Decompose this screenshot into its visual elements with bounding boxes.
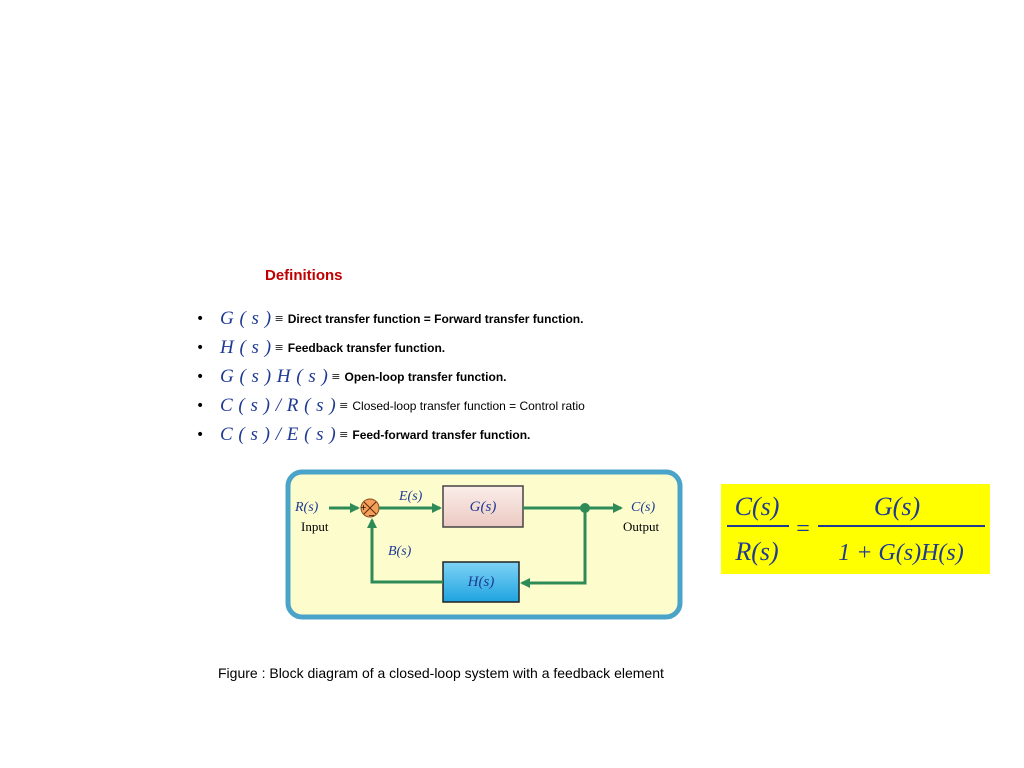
definition-item-feed-forward: • C ( s ) / E ( s ) ≡ Feed-forward trans… [196, 420, 585, 449]
equivalence-symbol: ≡ [339, 399, 349, 412]
definition-symbol: G ( s ) H ( s ) [220, 365, 329, 387]
formula-lhs-numerator: C(s) [735, 492, 780, 521]
forward-block-label: G(s) [470, 499, 497, 515]
equivalence-symbol: ≡ [274, 341, 284, 354]
definition-item-closed-loop: • C ( s ) / R ( s ) ≡ Closed-loop transf… [196, 391, 585, 420]
summing-cross-icon [363, 501, 377, 515]
formula-rhs-denominator: 1 + G(s)H(s) [838, 540, 964, 566]
error-signal-label: E(s) [398, 489, 423, 504]
bullet-icon: • [196, 310, 205, 327]
definitions-title: Definitions [265, 267, 343, 284]
input-label: Input [301, 519, 329, 534]
feedback-signal-label: B(s) [388, 544, 412, 559]
definition-item-feedback: • H ( s ) ≡ Feedback transfer function. [196, 333, 585, 362]
figure-caption: Figure : Block diagram of a closed-loop … [218, 665, 664, 681]
definition-text: Feed-forward transfer function. [352, 427, 531, 442]
bullet-icon: • [196, 368, 205, 385]
formula-equals: = [796, 516, 810, 542]
definition-text: Closed-loop transfer function = Control … [352, 398, 585, 413]
formula-lhs-denominator: R(s) [734, 537, 778, 566]
feedback-path-to-sum [367, 518, 443, 584]
definitions-list: • G ( s ) ≡ Direct transfer function = F… [196, 304, 585, 449]
definition-text: Open-loop transfer function. [344, 369, 507, 384]
equivalence-symbol: ≡ [274, 312, 284, 325]
equivalence-symbol: ≡ [331, 370, 341, 383]
output-label: Output [623, 519, 660, 534]
formula-rhs-numerator: G(s) [874, 492, 920, 521]
definition-symbol: C ( s ) / E ( s ) [220, 423, 337, 445]
definition-item-open-loop: • G ( s ) H ( s ) ≡ Open-loop transfer f… [196, 362, 585, 391]
closed-loop-formula: C(s) R(s) = G(s) 1 + G(s)H(s) [721, 484, 990, 574]
output-signal-label: C(s) [631, 500, 655, 515]
bullet-icon: • [196, 339, 205, 356]
feedback-path-to-h [520, 508, 587, 588]
feedback-block-label: H(s) [467, 574, 495, 590]
plus-sign: + [360, 503, 367, 512]
definition-text: Direct transfer function = Forward trans… [287, 311, 584, 326]
definition-text: Feedback transfer function. [287, 340, 446, 355]
equivalence-symbol: ≡ [339, 428, 349, 441]
minus-sign: − [368, 511, 375, 520]
definition-item-forward: • G ( s ) ≡ Direct transfer function = F… [196, 304, 585, 333]
feedback-block [442, 561, 520, 603]
input-signal-label: R(s) [294, 500, 319, 515]
bullet-icon: • [196, 426, 205, 443]
bullet-icon: • [196, 397, 205, 414]
definition-symbol: G ( s ) [220, 307, 272, 329]
block-diagram: + − G(s) H(s) R(s) Input E(s) C(s) Outpu… [285, 469, 683, 620]
definition-symbol: C ( s ) / R ( s ) [220, 394, 337, 416]
definition-symbol: H ( s ) [220, 336, 272, 358]
